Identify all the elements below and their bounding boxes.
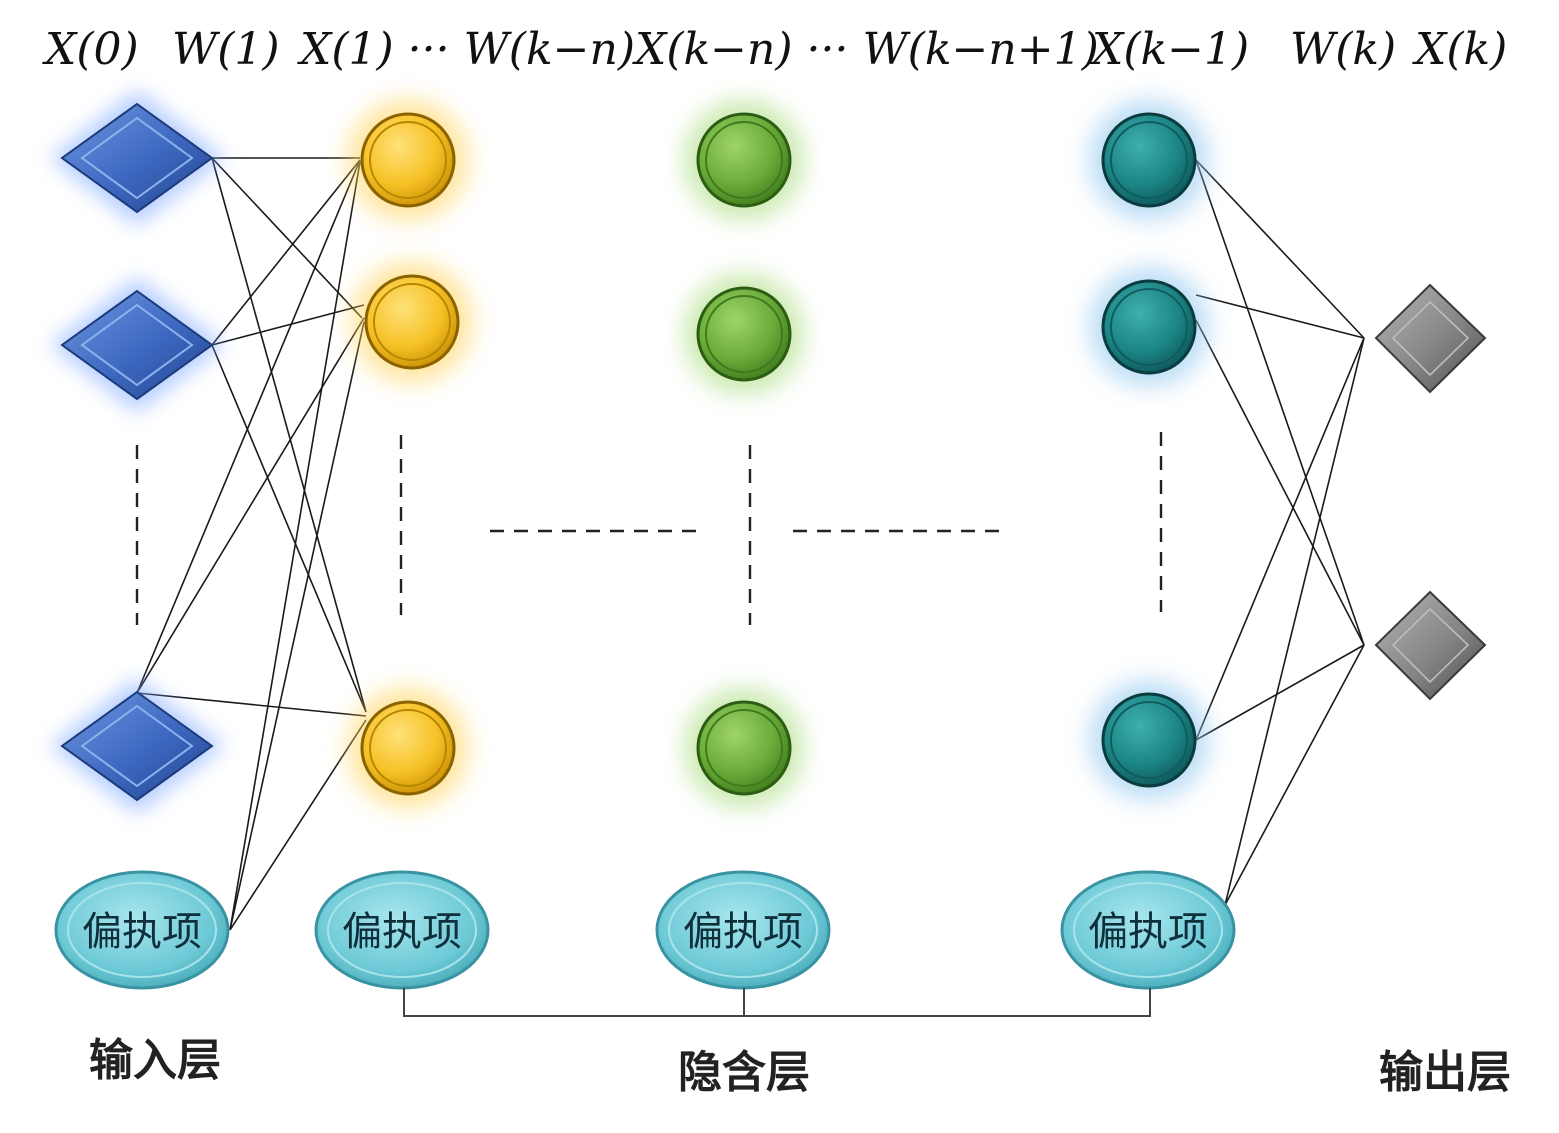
bias-label-hidden-2: 偏执项 <box>683 909 803 955</box>
hidden-1-node-3 <box>348 688 468 808</box>
output-nodes <box>1374 283 1487 701</box>
layer-label-hidden: 隐含层 <box>678 1047 810 1098</box>
edges-input-to-hidden <box>136 157 367 931</box>
hidden-3-node-2 <box>1089 267 1209 387</box>
output-node-2 <box>1374 590 1487 701</box>
header-xkn-wkn1: X(k−n) ··· W(k−n+1) <box>632 24 1099 75</box>
layer-label-output: 输出层 <box>1379 1047 1511 1098</box>
output-node-1 <box>1374 283 1487 394</box>
edges-hidden-to-output <box>1195 159 1365 906</box>
input-node-3 <box>50 678 225 814</box>
bias-node-hidden-1: 偏执项 <box>314 870 490 990</box>
input-node-2 <box>50 277 225 413</box>
hidden-3-node-3 <box>1089 680 1209 800</box>
hidden-2-node-3 <box>684 688 804 808</box>
input-nodes <box>50 90 225 814</box>
layer-label-input: 输入层 <box>89 1035 221 1086</box>
hidden-2-node-1 <box>684 100 804 220</box>
bias-node-input: 偏执项 <box>54 870 230 990</box>
bias-node-hidden-3: 偏执项 <box>1060 870 1236 990</box>
hidden-3-node-1 <box>1089 100 1209 220</box>
bias-label-hidden-1: 偏执项 <box>342 909 462 955</box>
hidden-layer-bracket <box>403 988 1151 1017</box>
bias-nodes: 偏执项 偏执项 偏执项 偏执项 <box>54 870 1236 990</box>
hidden-layer-1-nodes <box>348 100 472 808</box>
header-xk1: X(k−1) <box>1089 24 1249 75</box>
header-x0: X(0) <box>42 24 139 75</box>
input-node-1 <box>50 90 225 226</box>
layer-labels: 输入层 隐含层 输出层 <box>89 1035 1511 1098</box>
hidden-layer-2-nodes <box>684 100 804 808</box>
header-w1: W(1) <box>172 24 280 75</box>
hidden-1-node-2 <box>352 262 472 382</box>
hidden-1-node-1 <box>348 100 468 220</box>
header-x1-wkn: X(1) ··· W(k−n) <box>297 24 635 75</box>
header-xk: X(k) <box>1412 24 1507 75</box>
bias-label-input: 偏执项 <box>82 909 202 955</box>
hidden-layer-3-nodes <box>1089 100 1209 800</box>
bias-node-hidden-2: 偏执项 <box>655 870 831 990</box>
header-wk: W(k) <box>1290 24 1396 75</box>
column-headers: X(0) W(1) X(1) ··· W(k−n) X(k−n) ··· W(k… <box>42 24 1507 75</box>
hidden-2-node-2 <box>684 274 804 394</box>
ellipsis-dashes <box>135 432 1163 625</box>
bias-label-hidden-3: 偏执项 <box>1088 909 1208 955</box>
